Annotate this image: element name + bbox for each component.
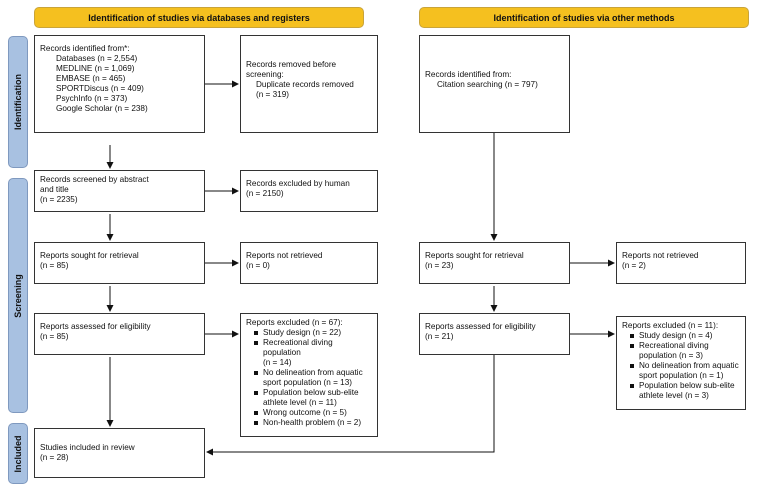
- exclusion-reason: Wrong outcome (n = 5): [254, 408, 372, 418]
- records-identified-item: Databases (n = 2,554): [56, 54, 138, 63]
- records-screened-text: Records screened by abstract: [40, 175, 149, 184]
- arrow-to-included: [206, 355, 495, 456]
- reports-not-retrieved-box: Reports not retrieved (n = 0): [240, 242, 378, 284]
- records-removed-text: Duplicate records removed: [256, 80, 354, 89]
- other-records-identified-text: Records identified from:: [425, 70, 512, 79]
- records-identified-item: PsychInfo (n = 373): [56, 94, 128, 103]
- records-identified-item: Google Scholar (n = 238): [56, 104, 148, 113]
- records-identified-item: SPORTDiscus (n = 409): [56, 84, 144, 93]
- other-reports-not-retrieved-count: (n = 2): [622, 261, 646, 270]
- reports-not-retrieved-count: (n = 0): [246, 261, 270, 270]
- phase-screening: Screening: [8, 178, 28, 413]
- records-removed-text: Records removed before: [246, 60, 337, 69]
- exclusion-reason: Study design (n = 22): [254, 328, 372, 338]
- records-identified-box: Records identified from*: Databases (n =…: [34, 35, 205, 133]
- records-excluded-human-count: (n = 2150): [246, 189, 284, 198]
- other-reports-sought-box: Reports sought for retrieval (n = 23): [419, 242, 570, 284]
- other-reports-excluded-box: Reports excluded (n = 11): Study design …: [616, 316, 746, 410]
- reports-assessed-box: Reports assessed for eligibility (n = 85…: [34, 313, 205, 355]
- other-reports-sought-text: Reports sought for retrieval: [425, 251, 524, 260]
- other-reports-assessed-count: (n = 21): [425, 332, 454, 341]
- other-reports-not-retrieved-text: Reports not retrieved: [622, 251, 699, 260]
- records-identified-item: MEDLINE (n = 1,069): [56, 64, 135, 73]
- records-excluded-human-box: Records excluded by human (n = 2150): [240, 170, 378, 212]
- other-reports-sought-count: (n = 23): [425, 261, 454, 270]
- other-reports-not-retrieved-box: Reports not retrieved (n = 2): [616, 242, 746, 284]
- other-records-identified-box: Records identified from: Citation search…: [419, 35, 570, 133]
- exclusion-reason: Recreational diving population(n = 14): [254, 338, 372, 368]
- studies-included-count: (n = 28): [40, 453, 69, 462]
- reports-sought-text: Reports sought for retrieval: [40, 251, 139, 260]
- records-screened-count: (n = 2235): [40, 195, 78, 204]
- header-databases: Identification of studies via databases …: [34, 7, 364, 28]
- other-exclusion-reason: Study design (n = 4): [630, 331, 740, 341]
- reports-assessed-count: (n = 85): [40, 332, 69, 341]
- phase-identification: Identification: [8, 36, 28, 168]
- other-reports-assessed-box: Reports assessed for eligibility (n = 21…: [419, 313, 570, 355]
- header-other-methods: Identification of studies via other meth…: [419, 7, 749, 28]
- records-excluded-human-text: Records excluded by human: [246, 179, 350, 188]
- reports-excluded-box: Reports excluded (n = 67): Study design …: [240, 313, 378, 437]
- records-removed-text: screening:: [246, 70, 284, 79]
- records-identified-title: Records identified from*:: [40, 44, 130, 53]
- reports-sought-box: Reports sought for retrieval (n = 85): [34, 242, 205, 284]
- studies-included-text: Studies included in review: [40, 443, 135, 452]
- studies-included-box: Studies included in review (n = 28): [34, 428, 205, 478]
- reports-sought-count: (n = 85): [40, 261, 69, 270]
- other-reports-excluded-title: Reports excluded (n = 11):: [622, 321, 719, 330]
- records-screened-box: Records screened by abstract and title (…: [34, 170, 205, 212]
- records-identified-item: EMBASE (n = 465): [56, 74, 126, 83]
- reports-excluded-title: Reports excluded (n = 67):: [246, 318, 343, 327]
- records-screened-text: and title: [40, 185, 69, 194]
- reports-assessed-text: Reports assessed for eligibility: [40, 322, 151, 331]
- exclusion-reason: Non-health problem (n = 2): [254, 418, 372, 428]
- records-removed-box: Records removed before screening: Duplic…: [240, 35, 378, 133]
- other-reports-assessed-text: Reports assessed for eligibility: [425, 322, 536, 331]
- phase-included: Included: [8, 423, 28, 484]
- other-records-identified-count: Citation searching (n = 797): [437, 80, 538, 89]
- reports-not-retrieved-text: Reports not retrieved: [246, 251, 323, 260]
- records-removed-count: (n = 319): [256, 90, 289, 99]
